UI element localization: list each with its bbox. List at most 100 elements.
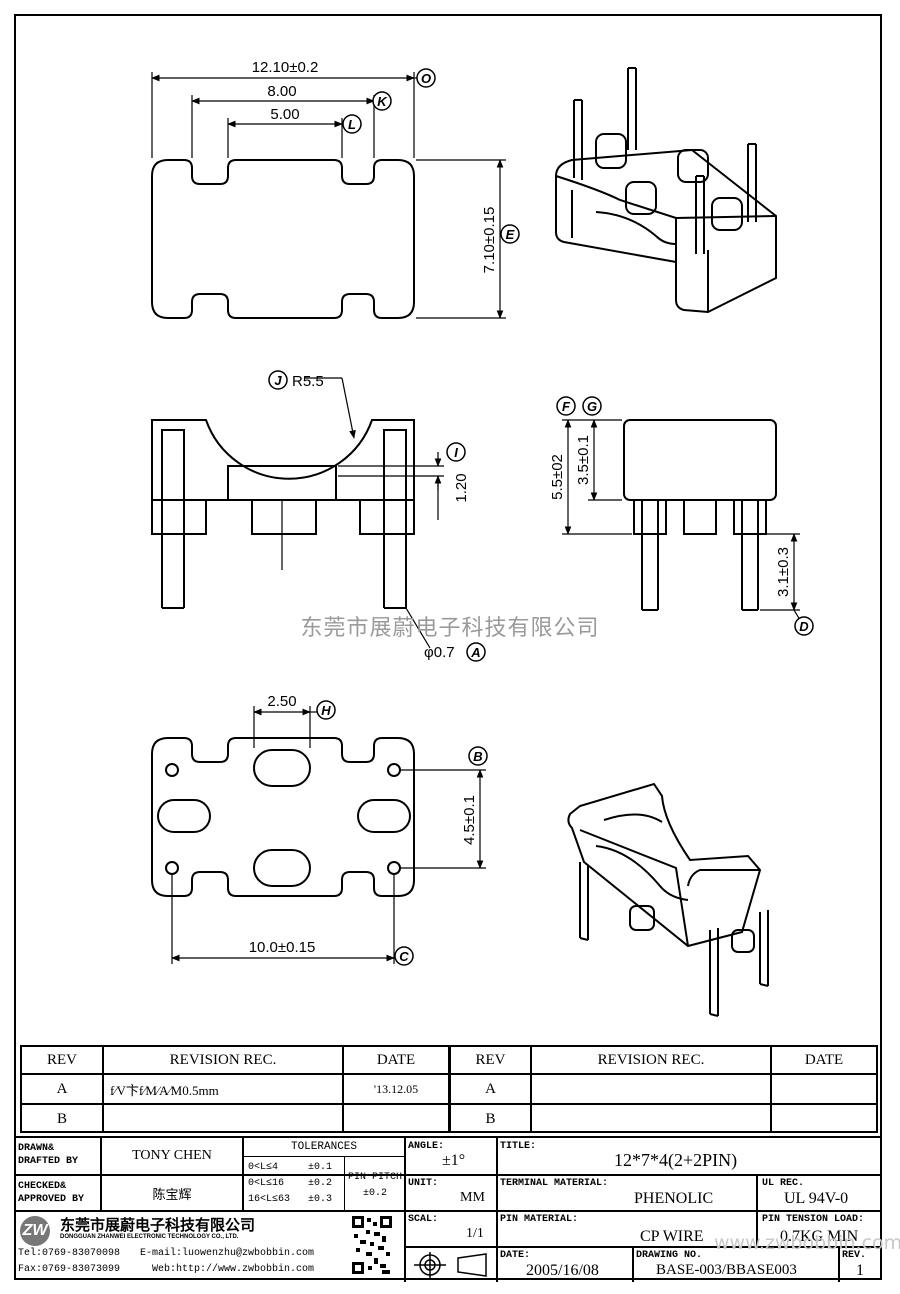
svg-text:E: E xyxy=(506,227,515,242)
qr-code-icon xyxy=(352,1216,392,1274)
pin-pitch-tol: ±0.2 xyxy=(362,1188,387,1199)
angle-value: ±1° xyxy=(442,1152,466,1169)
rev-header: REV xyxy=(47,1051,77,1068)
balloon-o: O xyxy=(416,68,436,88)
pin-pitch-label: PIN PITCH xyxy=(347,1172,402,1183)
drawing-views: 12.10±0.2 8.00 5.00 7.10±0.15 R5.5 1.20 … xyxy=(151,59,814,1017)
balloon-h: H xyxy=(316,700,336,720)
projection-symbol-icon xyxy=(414,1252,487,1278)
unit-value: MM xyxy=(460,1190,485,1205)
tol-value-2: ±0.2 xyxy=(308,1178,333,1189)
tol-range-1: 0<L≤4 xyxy=(248,1162,279,1173)
title-block: DRAWN& DRAFTED BY TONY CHEN CHECKED& APP… xyxy=(14,1136,900,1282)
balloon-i: I xyxy=(446,442,466,462)
tel: Tel:0769-83070098 xyxy=(18,1248,121,1259)
balloon-f: F xyxy=(556,396,576,416)
dim-top-height-text: 7.10±0.15 xyxy=(481,207,498,274)
scale-value: 1/1 xyxy=(466,1226,484,1241)
body-upper-text: 3.5±0.1 xyxy=(575,435,592,485)
drawn-by: TONY CHEN xyxy=(132,1148,212,1163)
title-value: 12*7*4(2+2PIN) xyxy=(614,1150,738,1170)
company-name-cn: 东莞市展蔚电子科技有限公司 xyxy=(60,1216,256,1234)
svg-text:B: B xyxy=(473,749,482,764)
body-height-text: 5.5±02 xyxy=(549,454,566,500)
company-logo: ZW xyxy=(20,1216,50,1246)
title-label: TITLE: xyxy=(500,1141,537,1152)
revision-rec-header-2: REVISION REC. xyxy=(597,1051,705,1068)
drawing-frame xyxy=(14,14,882,1280)
slot-width-text: 2.50 xyxy=(267,693,296,710)
svg-text:H: H xyxy=(321,703,331,718)
pin-material-value: CP WIRE xyxy=(640,1228,704,1245)
balloon-j: J xyxy=(268,370,288,390)
company-watermark: 东莞市展蔚电子科技有限公司 xyxy=(300,616,600,641)
notch-depth-text: 1.20 xyxy=(453,473,470,502)
balloon-d: D xyxy=(794,616,814,636)
company-name-en: DONGGUAN ZHANWEI ELECTRONIC TECHNOLOGY C… xyxy=(60,1234,239,1240)
drawing-no-label: DRAWING NO. xyxy=(636,1250,703,1261)
bottom-view-outline xyxy=(151,737,415,897)
pin-diameter-text: φ0.7 xyxy=(424,644,455,661)
isometric-view-top xyxy=(555,67,777,314)
pin-pitch-v-text: 4.5±0.1 xyxy=(461,795,478,845)
tension-label: PIN TENSION LOAD: xyxy=(762,1214,865,1225)
svg-text:J: J xyxy=(274,373,282,388)
tolerances-label: TOLERANCES xyxy=(290,1141,357,1153)
rev-header-2: REV xyxy=(475,1051,506,1068)
front-view-body xyxy=(151,419,415,501)
balloon-a: A xyxy=(466,642,486,662)
unit-label: UNIT: xyxy=(408,1178,439,1189)
date-label: DATE: xyxy=(500,1250,531,1261)
tol-value-1: ±0.1 xyxy=(308,1162,333,1173)
web: Web:http://www.zwbobbin.com xyxy=(152,1264,315,1275)
svg-text:C: C xyxy=(399,949,409,964)
row-a-rev-2: A xyxy=(485,1080,496,1097)
email: E-mail:luowenzhu@zwbobbin.com xyxy=(140,1248,315,1259)
terminal-value: PHENOLIC xyxy=(634,1190,714,1207)
fax: Fax:0769-83073099 xyxy=(18,1264,121,1275)
rev-value: 1 xyxy=(856,1262,864,1279)
row-b-rev-2: B xyxy=(485,1110,496,1127)
terminal-label: TERMINAL MATERIAL: xyxy=(500,1178,609,1189)
date-header: DATE xyxy=(376,1051,416,1068)
drawing-no-value: BASE-003/BBASE003 xyxy=(656,1262,797,1278)
side-view-body xyxy=(623,419,777,501)
balloon-k: K xyxy=(372,91,392,111)
checked-by: 陈宝辉 xyxy=(152,1188,192,1203)
svg-text:O: O xyxy=(421,71,431,86)
angle-label: ANGLE: xyxy=(408,1141,445,1152)
svg-text:L: L xyxy=(348,117,356,132)
revision-rec-header: REVISION REC. xyxy=(169,1051,277,1068)
row-a-date: '13.12.05 xyxy=(373,1081,419,1096)
tol-value-3: ±0.3 xyxy=(308,1194,333,1205)
drawn-label: DRAWN& DRAFTED BY xyxy=(18,1143,79,1167)
scale-label: SCAL: xyxy=(408,1214,439,1225)
isometric-view-bottom xyxy=(567,782,769,1017)
tension-value: 0.7KG MIN xyxy=(780,1228,859,1245)
svg-text:F: F xyxy=(562,399,571,414)
rev-label: REV. xyxy=(842,1250,867,1261)
balloon-g: G xyxy=(582,396,602,416)
balloon-l: L xyxy=(342,114,362,134)
svg-text:I: I xyxy=(454,445,458,460)
tol-range-2: 0<L≤16 xyxy=(248,1178,285,1189)
row-b-rev: B xyxy=(56,1110,67,1127)
radius-text: R5.5 xyxy=(292,373,324,390)
revision-table: REV REVISION REC. DATE REV REVISION REC.… xyxy=(20,1045,878,1133)
checked-label: CHECKED& APPROVED BY xyxy=(18,1181,85,1205)
row-a-rev: A xyxy=(56,1080,68,1097)
ul-label: UL REC. xyxy=(762,1178,805,1189)
pin-length-text: 3.1±0.3 xyxy=(775,547,792,597)
svg-text:A: A xyxy=(470,645,480,660)
dim-top-inner-text: 8.00 xyxy=(267,83,296,100)
tol-range-3: 16<L≤63 xyxy=(248,1194,291,1205)
pin-material-label: PIN MATERIAL: xyxy=(500,1214,579,1225)
svg-text:K: K xyxy=(377,94,388,109)
dim-top-slot-text: 5.00 xyxy=(270,106,299,123)
url-watermark: www.zwbobbin.com xyxy=(714,1232,900,1254)
balloon-b: B xyxy=(468,746,488,766)
row-a-rec: f⁄V卞f⁄M⁄A⁄M0.5mm xyxy=(110,1082,219,1098)
svg-text:G: G xyxy=(587,399,597,414)
balloon-c: C xyxy=(394,946,414,966)
ul-value: UL 94V-0 xyxy=(784,1190,849,1207)
